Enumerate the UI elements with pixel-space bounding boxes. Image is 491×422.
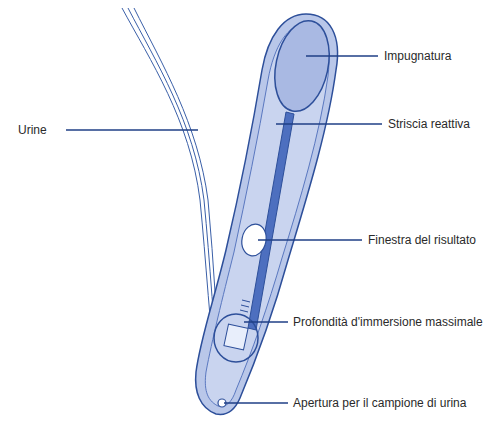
reactive-strip [248,112,294,330]
part-label: Apertura per il campione di urina [293,395,466,411]
part-label: Striscia reattiva [388,116,470,132]
leader-lines [66,56,382,403]
absorbent-tip [224,324,248,350]
grip [267,16,337,117]
part-label: Profondità d'immersione massimale [293,314,483,330]
stick-body [196,14,338,414]
part-label: Urine [18,122,47,138]
strip-marks [240,300,250,312]
part-label: Finestra del risultato [368,232,476,248]
part-label: Impugnatura [384,48,451,64]
